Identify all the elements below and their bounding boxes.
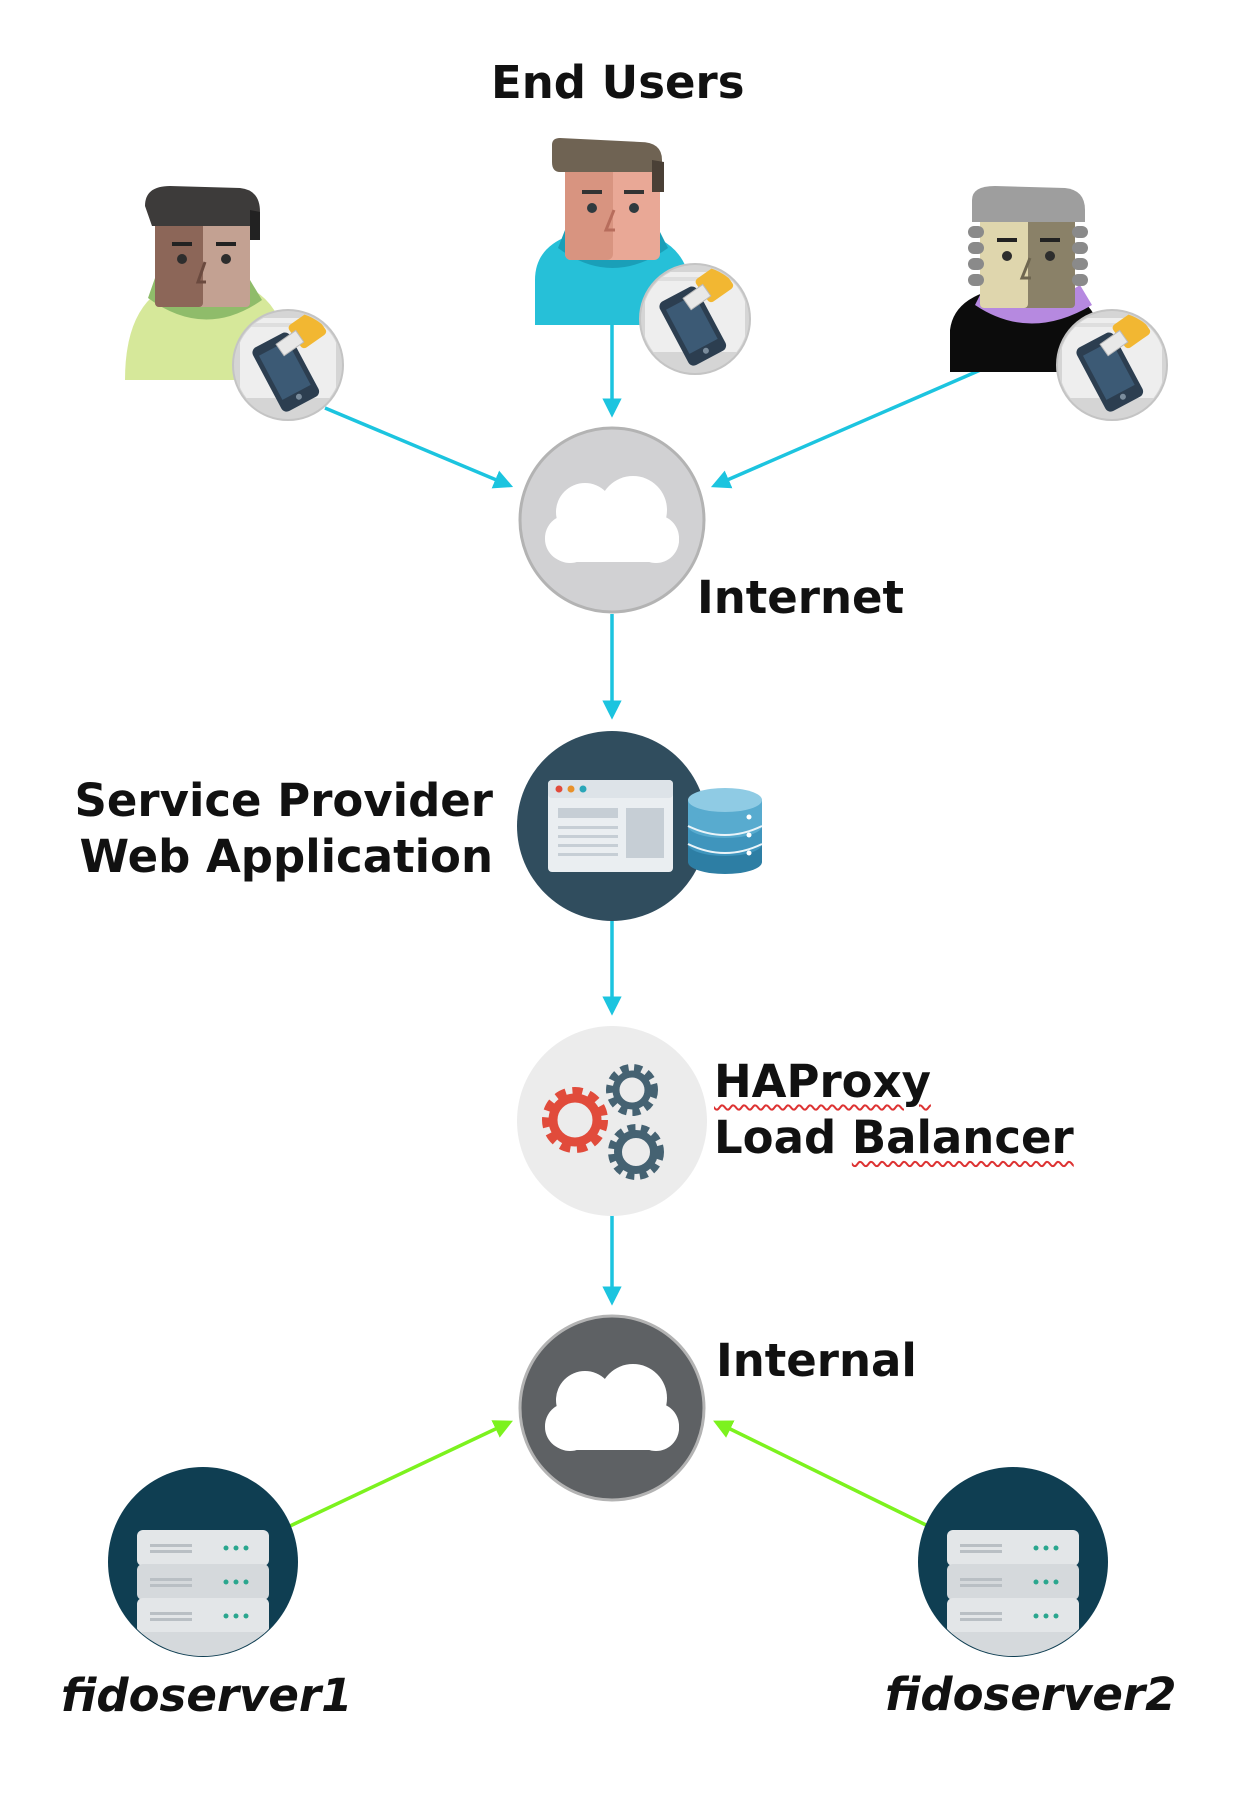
service-provider-label-line1: Service Provider bbox=[74, 774, 493, 827]
server-rack-icon bbox=[137, 1530, 269, 1656]
service-provider-label-line2: Web Application bbox=[79, 830, 493, 884]
cloud-icon bbox=[545, 476, 679, 563]
gear-bottom-icon bbox=[608, 1124, 664, 1180]
database-icon bbox=[687, 788, 763, 874]
internal-label: Internal bbox=[716, 1334, 917, 1387]
internal-node bbox=[518, 1314, 706, 1502]
connection-arrows bbox=[289, 325, 986, 1528]
device-badge-icon bbox=[232, 309, 344, 421]
end-users-label: End Users bbox=[491, 56, 745, 109]
user-avatar-brown-icon bbox=[125, 186, 285, 380]
internet-label: Internet bbox=[697, 571, 905, 624]
load-label-word: Load bbox=[714, 1111, 852, 1165]
arrow-server1-to-internal bbox=[289, 1420, 513, 1528]
cloud-icon bbox=[545, 1364, 679, 1451]
device-badge-icon bbox=[1056, 309, 1168, 421]
gear-top-icon bbox=[606, 1064, 658, 1116]
haproxy-label-line2: Load Balancer bbox=[714, 1110, 1074, 1166]
balancer-label-word: Balancer bbox=[851, 1111, 1074, 1165]
internet-node bbox=[518, 426, 706, 614]
service-provider-label: Service Provider Web Application bbox=[74, 773, 493, 886]
gears-icon bbox=[542, 1064, 664, 1180]
arrow-user3-to-internet bbox=[710, 366, 986, 489]
haproxy-label: HAProxy Load Balancer bbox=[714, 1054, 1074, 1167]
webapp-node bbox=[517, 731, 763, 921]
device-badge-icon bbox=[639, 263, 751, 375]
server1-label: fidoserver1 bbox=[61, 1669, 353, 1722]
arrow-server2-to-internal bbox=[713, 1420, 929, 1528]
server2-label: fidoserver2 bbox=[885, 1668, 1177, 1721]
server2-node bbox=[918, 1467, 1108, 1657]
server-rack-icon bbox=[947, 1530, 1079, 1656]
loadbalancer-node bbox=[517, 1026, 707, 1216]
arrow-user1-to-internet bbox=[324, 406, 514, 489]
server1-node bbox=[108, 1467, 298, 1657]
gear-red-icon bbox=[542, 1087, 608, 1153]
haproxy-label-line1: HAProxy bbox=[714, 1055, 931, 1108]
browser-window-icon bbox=[548, 780, 673, 872]
